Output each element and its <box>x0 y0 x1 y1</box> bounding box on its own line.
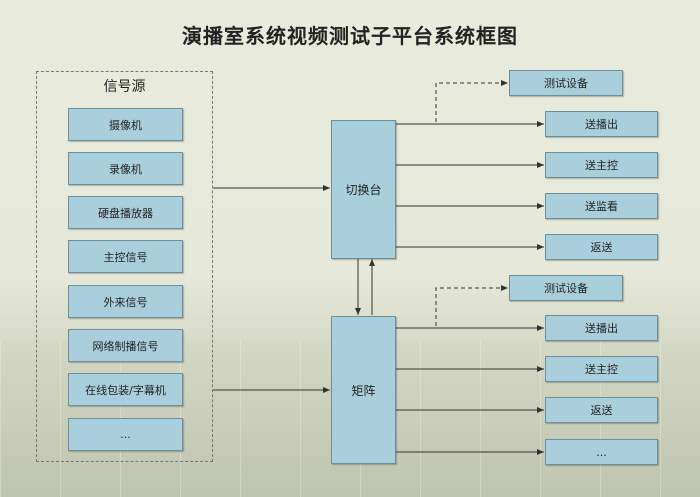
source-external: 外来信号 <box>68 285 183 318</box>
switcher-output-test: 测试设备 <box>509 70 623 96</box>
matrix-box: 矩阵 <box>331 316 396 464</box>
source-more: ... <box>68 418 183 451</box>
switcher-box: 切换台 <box>331 120 396 259</box>
matrix-output-return: 返送 <box>545 397 658 423</box>
signal-source-group-label: 信号源 <box>103 79 146 95</box>
diagram-title: 演播室系统视频测试子平台系统框图 <box>182 24 518 48</box>
switcher-output-master: 送主控 <box>545 152 658 178</box>
arrow-matrix-to-test <box>396 285 508 329</box>
arrow-switcher-to-test <box>396 80 508 125</box>
matrix-output-broadcast: 送播出 <box>545 315 658 341</box>
source-camera: 摄像机 <box>68 108 183 141</box>
matrix-output-master: 送主控 <box>545 356 658 382</box>
source-disk-player: 硬盘播放器 <box>68 196 183 229</box>
source-vtr: 录像机 <box>68 152 183 185</box>
source-packaging-caption: 在线包装/字幕机 <box>68 373 183 406</box>
switcher-output-monitor: 送监看 <box>545 193 658 219</box>
matrix-output-test: 测试设备 <box>509 275 623 301</box>
switcher-output-return: 返送 <box>545 234 658 260</box>
matrix-output-more: ... <box>545 439 658 465</box>
source-master-control: 主控信号 <box>68 240 183 273</box>
signal-source-group <box>36 71 213 462</box>
switcher-output-broadcast: 送播出 <box>545 111 658 137</box>
source-network: 网络制播信号 <box>68 329 183 362</box>
